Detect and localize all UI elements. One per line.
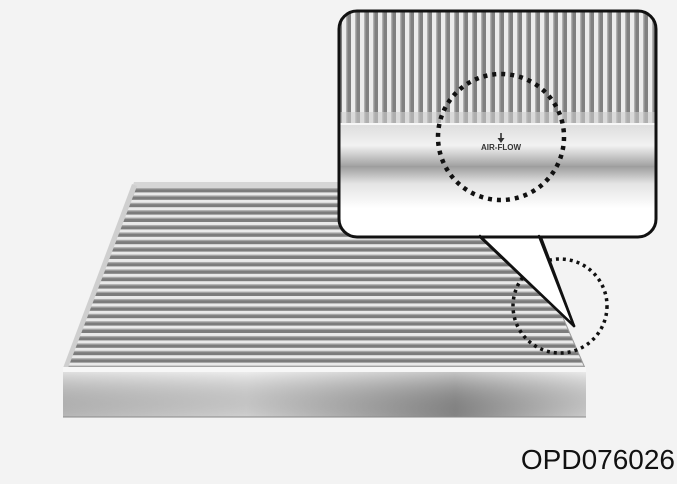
zoom-callout: AIR-FLOW (337, 9, 658, 328)
zoomed-frame-band (339, 123, 656, 168)
down-arrow-icon (497, 133, 505, 143)
airflow-highlight-circle (435, 71, 567, 203)
airflow-label: AIR-FLOW (481, 143, 521, 152)
figure-code: OPD076026 (520, 444, 675, 475)
filter-frame-left (63, 184, 137, 368)
detail-location-circle (511, 257, 609, 355)
airflow-marking: AIR-FLOW (481, 133, 521, 152)
cabin-air-filter-illustration: AIR-FLOW (63, 9, 658, 418)
callout-border (337, 9, 658, 239)
zoomed-pleats (339, 11, 656, 123)
